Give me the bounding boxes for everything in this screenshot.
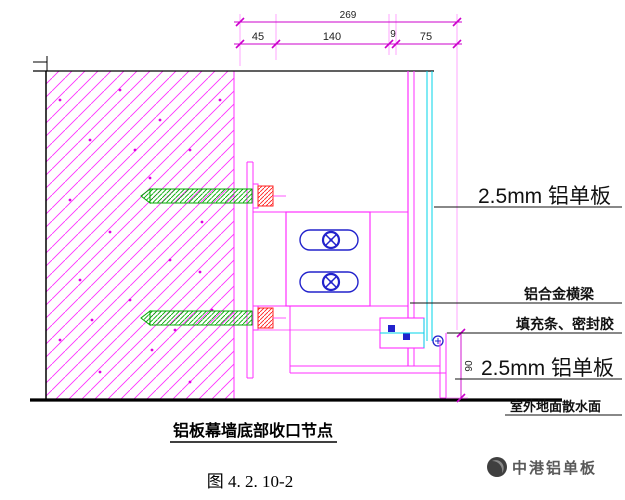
label-panel-top: 2.5mm 铝单板 [478,185,611,208]
dim-right-vertical: 90 [464,360,475,372]
dimension-top: 45 140 9 75 269 [234,10,462,330]
dimension-right: 90 [446,328,475,403]
brand-name: 中港铝单板 [512,459,597,477]
wall-section [33,56,434,400]
dim-segment-1: 45 [252,31,264,43]
bottom-beam [379,317,444,349]
drawing-title-text: 铝板幕墙底部收口节点 [173,421,333,440]
dim-segment-3: 9 [390,29,396,40]
bolt-symbol-top [299,229,359,251]
dim-segment-4: 75 [420,31,432,43]
label-panel-bottom: 2.5mm 铝单板 [481,357,614,380]
label-beam: 铝合金横梁 [524,286,595,302]
label-filler: 填充条、密封胶 [516,316,614,332]
callout-labels: 2.5mm 铝单板 铝合金横梁 填充条、密封胶 2.5mm 铝单板 室外地面散水… [410,185,622,416]
drawing-title: 铝板幕墙底部收口节点 [170,421,337,443]
aggregate-specks [58,88,222,384]
label-ground: 室外地面散水面 [510,399,601,414]
bolt-symbol-bottom [299,271,359,293]
beam-assembly [253,211,408,331]
curtain-panel [407,71,433,366]
dim-total: 269 [340,10,357,21]
anchor-bolt-bottom [140,305,286,331]
bottom-panel-return [289,306,447,399]
anchor-bolt-top [140,183,286,209]
figure-caption: 图 4. 2. 10-2 [207,472,293,491]
brand-logo-icon [487,457,507,477]
dim-segment-2: 140 [323,31,341,43]
brand-watermark: 中港铝单板 [487,457,597,477]
